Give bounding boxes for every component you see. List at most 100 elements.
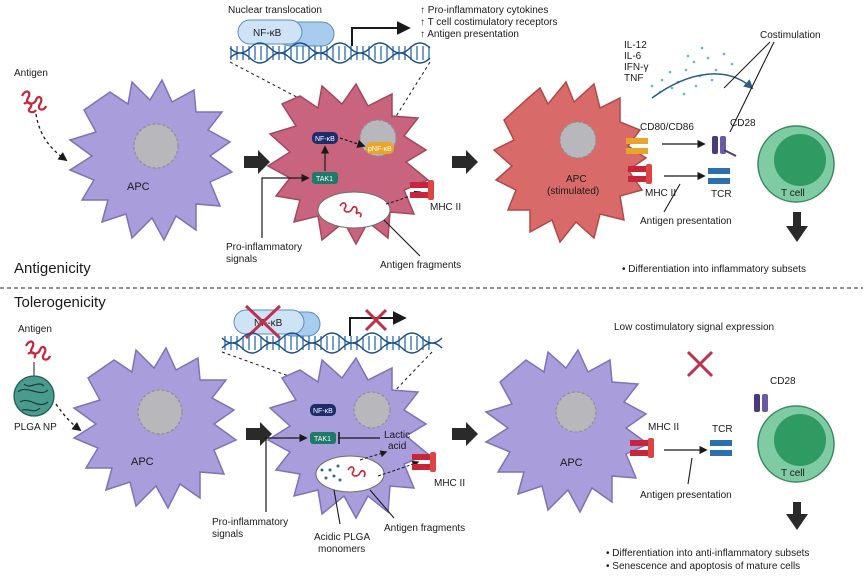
transcription-block-cross-icon [364,308,388,332]
bottom-apc-label: APC [131,456,154,468]
cell-nfkb-label: NF-κB [315,136,335,143]
t-cell-label: T cell [781,188,805,199]
apc-label: APC [127,181,150,193]
bottom-tak1-label: TAK1 [314,436,331,443]
apc-activated-cell [266,82,430,246]
cytokine-dots-icon [650,46,734,96]
low-costim-label: Low costimulatory signal expression [614,322,774,333]
bottom-mhc2-receptor-final [630,438,654,458]
cd28-receptor [712,136,737,157]
cytokine-2: IL-6 [624,51,642,62]
cytokine-1: IL-12 [624,40,647,51]
nfkb-label: NF-κB [253,28,282,39]
top-outcome: • Differentiation into inflammatory subs… [622,264,806,275]
monomer-to-lactic-arrow [359,450,388,461]
antigen-uptake-arrow [35,113,68,162]
step-arrow [244,150,270,174]
no-costim-cross-icon [686,350,714,378]
cytokine-3: IFN-γ [624,62,648,73]
plga-np-label: PLGA NP [14,422,57,433]
cd28-label: CD28 [730,118,756,129]
t-cell [757,125,835,203]
antigenicity-title: Antigenicity [14,260,91,277]
costim-pointer-2 [729,41,775,133]
nfkb-phos-arrow [339,137,366,148]
tcr-label: TCR [711,189,732,200]
apc-stimulated-label-1: APC [566,174,587,185]
bottom-antigen-squiggle-icon [25,340,52,361]
bottom-tak1-box [310,432,336,444]
apc-stimulated-label-2: (stimulated) [547,186,599,197]
bottom-fragments-pointer [369,489,395,519]
acidic-plga-label-2: monomers [318,544,365,555]
bottom-mhc2-receptor [412,452,436,472]
antigen-presentation-label: Antigen presentation [640,216,732,227]
bottom-tcr-receptor [710,440,732,456]
effect-1: ↑ Pro-inflammatory cytokines [420,5,548,16]
mhc2-label: MHC II [430,202,461,213]
bottom-outcome-2: • Senescence and apoptosis of mature cel… [606,561,800,572]
step-arrow-2 [452,150,478,174]
bottom-t-cell [757,405,835,483]
bottom-cell-nfkb-label: NF-κB [313,408,333,415]
bottom-dna-backbone [221,332,443,354]
bottom-step-arrow [246,422,272,446]
pnfkb-box [366,142,394,154]
effect-3: ↑ Antigen presentation [420,29,519,40]
bottom-nfkb-complex [233,309,305,335]
bottom-t-cell-label: T cell [781,468,805,479]
tak1-box [312,172,338,184]
nfkb-complex [237,19,303,45]
bottom-mhc2-label-final: MHC II [648,422,679,433]
apc-cell [68,78,234,242]
zoom-line-right [389,61,431,127]
tcr-receptor [708,168,730,184]
bottom-step-arrow-2 [452,422,478,446]
cell-nfkb-box [312,132,338,144]
dna-backbone [229,42,431,64]
bottom-zoom-line-left [221,351,351,399]
bottom-transcription-arrow [349,311,407,336]
cd80-cd86-receptor [626,138,648,154]
apc-stimulated-cell [492,80,648,244]
bottom-pro-inflammatory-label-1: Pro-inflammatory [212,517,288,528]
pro-inflammatory-label-1: Pro-inflammatory [226,242,302,253]
antigen-fragments-label: Antigen fragments [380,260,461,271]
tolerogenicity-title: Tolerogenicity [14,294,106,311]
bottom-apc2-label: APC [560,457,583,469]
lactic-acid-label-1: Lactic [384,430,410,441]
tak1-label: TAK1 [316,176,333,183]
acidic-plga-label-1: Acidic PLGA [314,532,370,543]
antigen-label: Antigen [14,68,48,79]
fragments-pointer [383,219,421,257]
plga-nanoparticle-icon [13,375,55,417]
lactic-acid-label-2: acid [388,441,406,452]
nuclear-translocation-label: Nuclear translocation [228,5,322,16]
bottom-presentation-pointer [687,457,693,485]
bottom-antigen-label: Antigen [18,324,52,335]
bottom-apc-cell [72,346,238,510]
dna-strand [230,46,430,60]
antigen-presentation-pointer [663,183,681,213]
bottom-antigen-presentation-label: Antigen presentation [640,490,732,501]
cytokine-arrow [651,73,754,99]
acidic-pointer [333,489,341,525]
bottom-signal-arrow [265,433,308,512]
mhc2-label-stimulated: MHC II [645,188,676,199]
bottom-apc-final-cell [484,348,650,514]
bottom-nfkb-label: NF-κB [254,318,283,329]
np-uptake-arrow [55,403,82,432]
costimulation-label: Costimulation [760,30,821,41]
cytokine-4: TNF [624,73,643,84]
bottom-pro-inflammatory-label-2: signals [212,529,243,540]
bottom-cd28-receptor [754,394,768,412]
bottom-outcome-1: • Differentiation into anti-inflammatory… [606,548,809,559]
cd80-label: CD80/CD86 [640,122,694,133]
bottom-mhc2-label: MHC II [434,478,465,489]
outcome-arrow [786,212,808,242]
bottom-antigen-fragments-label: Antigen fragments [384,523,465,534]
bottom-dna-strand [222,336,432,350]
mhc2-receptor-stimulated [628,164,652,184]
bottom-outcome-arrow [786,502,808,530]
